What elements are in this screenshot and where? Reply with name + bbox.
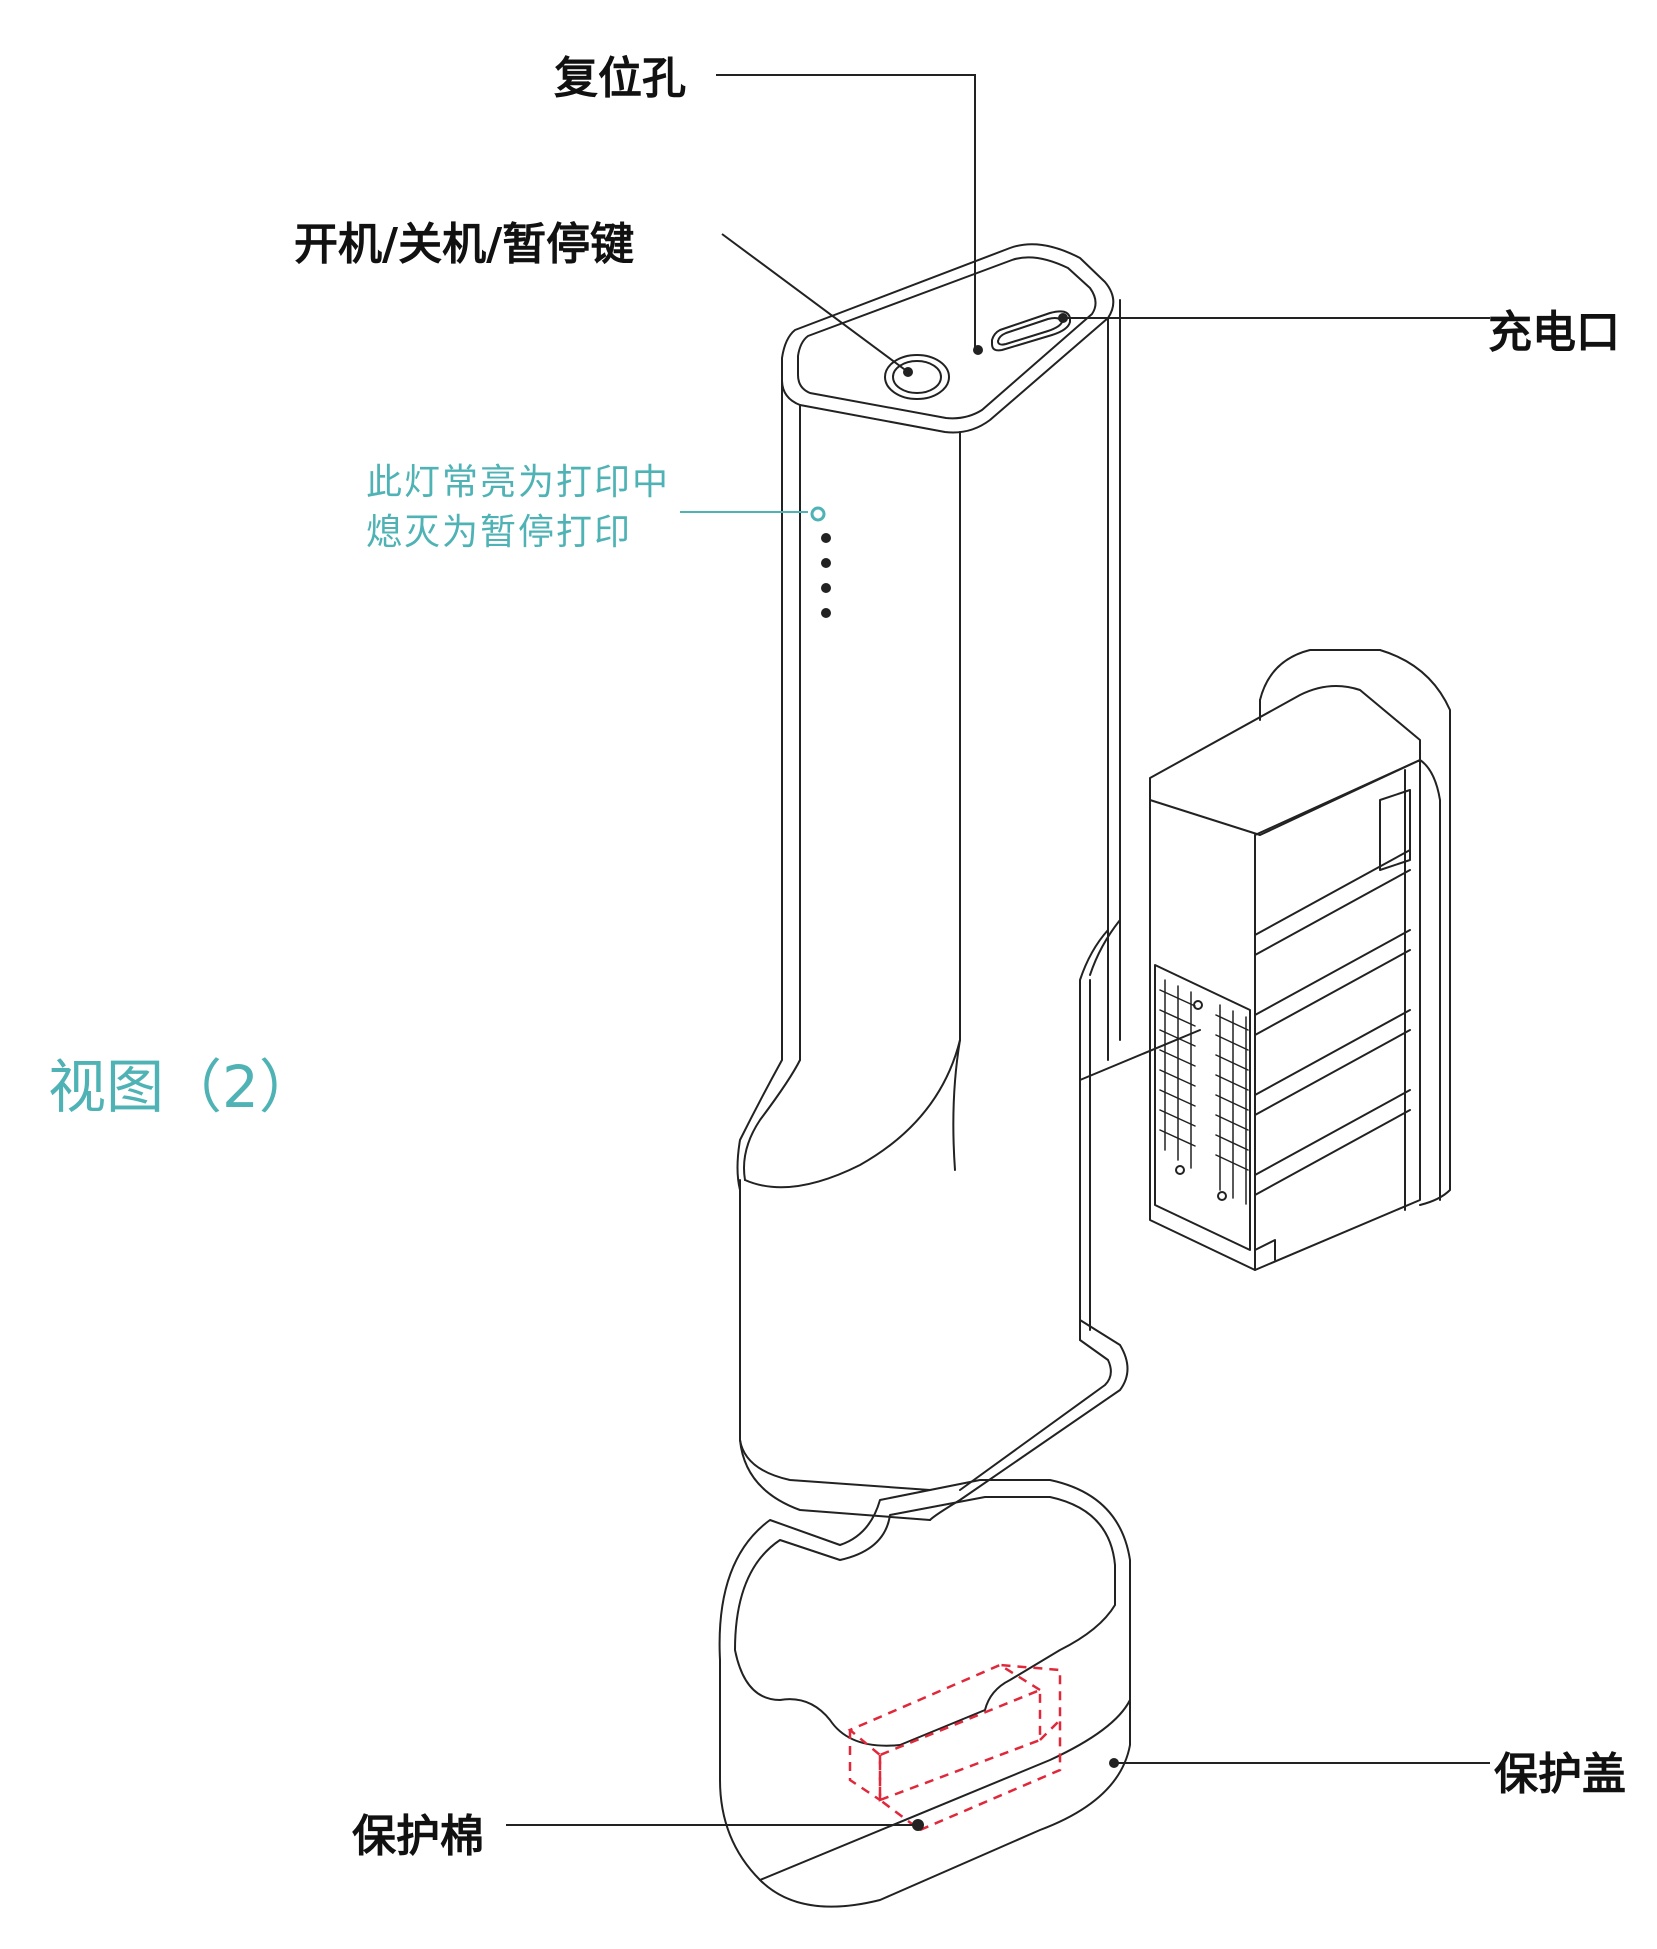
indicator-note-line-2: 熄灭为暂停打印 bbox=[366, 512, 633, 553]
callout-protective-cover: 保护盖 bbox=[1494, 1749, 1626, 1800]
button-leader-dot bbox=[903, 367, 913, 377]
view-title: 视图（2） bbox=[48, 1053, 317, 1121]
protective-cover-drawing bbox=[718, 1479, 1131, 1908]
module-connector-line bbox=[1079, 1029, 1201, 1081]
callout-protective-foam: 保护棉 bbox=[352, 1811, 484, 1862]
cover-leader-dot bbox=[1109, 1758, 1119, 1768]
foam-leader-dot bbox=[912, 1819, 924, 1831]
reset-hole-leader bbox=[716, 74, 976, 348]
power-button-drawing bbox=[884, 354, 950, 400]
side-module bbox=[1149, 649, 1451, 1271]
callout-reset-hole: 复位孔 bbox=[554, 53, 686, 104]
indicator-note: 此灯常亮为打印中 熄灭为暂停打印 bbox=[366, 458, 670, 558]
indicator-note-line-1: 此灯常亮为打印中 bbox=[366, 462, 671, 503]
callout-charging-port: 充电口 bbox=[1488, 307, 1620, 358]
port-leader-dot bbox=[1058, 313, 1068, 323]
power-button-leader bbox=[721, 233, 909, 373]
printer-body bbox=[736, 243, 1129, 1521]
indicator-lights bbox=[810, 506, 831, 618]
protective-foam-box bbox=[847, 1663, 1062, 1832]
callout-leaders bbox=[506, 74, 1490, 1826]
callout-power-button: 开机/关机/暂停键 bbox=[294, 219, 635, 270]
